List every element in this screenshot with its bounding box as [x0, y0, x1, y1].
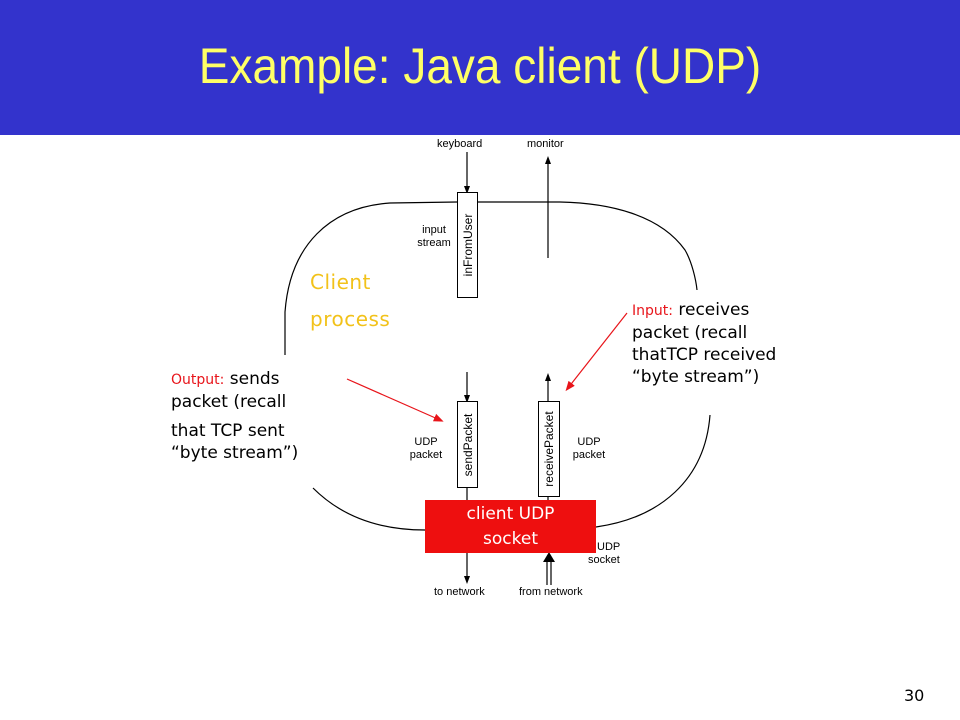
monitor-label: monitor [527, 138, 564, 150]
client-process-line: Client [310, 270, 371, 294]
input-line: “byte stream”) [632, 367, 760, 387]
udp-packet-left-line: UDP [414, 436, 438, 448]
in-from-user-label: inFromUser [460, 213, 475, 277]
udp-packet-right-line: UDP [577, 436, 601, 448]
client-process-line: process [310, 307, 391, 331]
input-line: packet (recall [632, 323, 748, 343]
input-stream-label: input stream [414, 224, 454, 250]
output-annotation: Output: sends packet (recall that TCP se… [171, 368, 298, 464]
send-packet-label: sendPacket [460, 413, 475, 476]
udp-packet-left-line: packet [409, 449, 443, 461]
udp-packet-right-label: UDP packet [567, 436, 611, 462]
output-line: “byte stream”) [171, 443, 299, 463]
udp-socket-label: UDP socket [588, 541, 620, 567]
udp-socket-label-line: socket [588, 554, 620, 566]
slide-title: Example: Java client (UDP) [198, 38, 762, 94]
socket-label-line: socket [483, 529, 538, 549]
input-stream-label-line: input [422, 224, 446, 236]
receive-packet-box: receivePacket [538, 401, 560, 497]
page-number: 30 [904, 686, 925, 705]
process-outline-top [284, 201, 458, 355]
input-pointer-arrow [565, 312, 628, 392]
from-network-label: from network [519, 586, 583, 598]
keyboard-label: keyboard [437, 138, 483, 150]
output-line: sends [229, 369, 280, 389]
output-line: packet (recall [171, 392, 287, 412]
client-process-label: Client process [310, 264, 390, 338]
receive-packet-label: receivePacket [542, 411, 556, 487]
process-outline-bottom-right [595, 414, 711, 528]
input-stream-label-line: stream [417, 237, 451, 249]
in-from-user-box: inFromUser [457, 192, 478, 298]
output-keyword: Output: [171, 372, 225, 388]
udp-socket-label-line: UDP [597, 541, 621, 553]
send-packet-box: sendPacket [457, 401, 478, 488]
process-outline-bottom-left [312, 487, 426, 531]
input-line: receives [678, 300, 750, 320]
input-line: thatTCP received [632, 345, 777, 365]
process-outline-top-right [559, 201, 698, 291]
client-udp-socket: client UDP socket [425, 500, 596, 553]
socket-label-line: client UDP [466, 504, 555, 524]
from-network-arrowhead [543, 552, 555, 562]
input-keyword: Input: [632, 303, 673, 319]
udp-packet-left-label: UDP packet [404, 436, 448, 462]
udp-packet-right-line: packet [572, 449, 606, 461]
to-network-label: to network [434, 586, 485, 598]
output-pointer-arrow [346, 378, 444, 422]
title-bar [0, 0, 960, 135]
output-line: that TCP sent [171, 421, 285, 441]
input-annotation: Input: receives packet (recall thatTCP r… [632, 299, 776, 388]
